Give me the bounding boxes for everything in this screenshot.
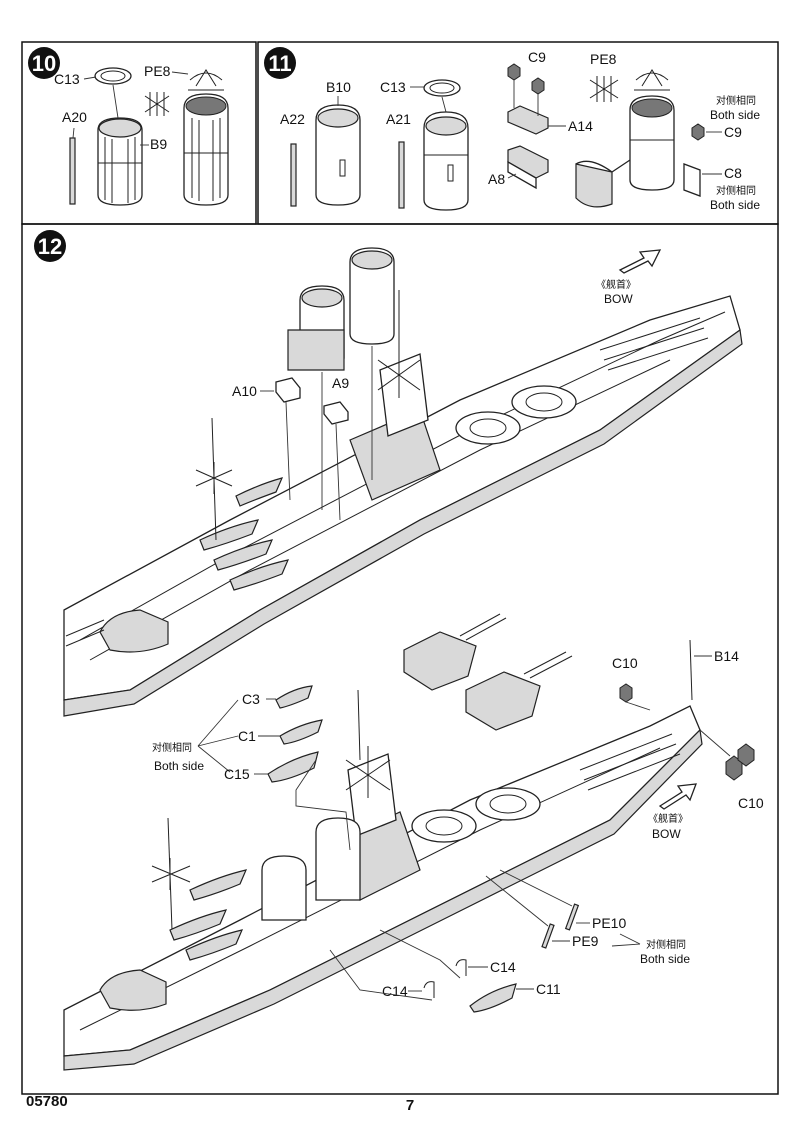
label-pe9: PE9 (572, 933, 599, 949)
funnel-bracket-assembled-drawing (575, 69, 705, 208)
funnel-b9-drawing (94, 67, 143, 206)
label-a9: A9 (332, 375, 349, 391)
label-a22: A22 (280, 111, 305, 127)
label-c9-top: C9 (528, 49, 546, 65)
bracket-a8-drawing (507, 145, 549, 190)
label-c11: C11 (536, 981, 561, 997)
label-c13: C13 (54, 71, 80, 87)
part-c14-upper-drawing (455, 959, 467, 976)
bow-arrow-lower-icon (658, 783, 697, 810)
page-code: 05780 (26, 1093, 68, 1110)
bow-lower-en: BOW (652, 827, 681, 841)
label-b10: B10 (326, 79, 351, 95)
funnel-c13-drawing (423, 79, 469, 211)
pipe-a20-drawing (69, 127, 76, 205)
pe-rails-drawing (485, 869, 580, 949)
boat-c1-drawing (279, 719, 323, 745)
funnel-assembled-drawing (183, 69, 229, 206)
both-side-en-1: Both side (710, 108, 760, 122)
pe8-grille-drawing (144, 92, 170, 116)
hull-lower-drawing (63, 639, 703, 1071)
label-c1: C1 (238, 728, 256, 744)
turrets-loose-drawing (403, 613, 573, 731)
pipe-a22-drawing (290, 143, 297, 207)
step-10-number: 10 (32, 51, 56, 76)
boat-c15-drawing (267, 751, 319, 783)
step-12-number: 12 (38, 234, 62, 259)
part-c10-side-drawing (699, 729, 755, 781)
step-12-badge (34, 230, 66, 262)
part-a9-drawing (323, 401, 349, 521)
step-10: 10 (28, 47, 229, 206)
label-a20: A20 (62, 109, 87, 125)
boat-c11-drawing (469, 983, 517, 1013)
step-12-panel (21, 223, 779, 1095)
label-c9-side: C9 (724, 124, 742, 140)
label-c14-lower: C14 (382, 983, 408, 999)
label-pe10: PE10 (592, 915, 626, 931)
step-11: 11 (264, 47, 760, 212)
bow-lower-cn: 《舰首》 (648, 812, 688, 825)
both-side-boats-cn: 对侧相同 (152, 741, 192, 754)
label-pe8: PE8 (144, 63, 171, 79)
both-side-boats-en: Both side (154, 759, 204, 773)
bracket-a14-drawing (507, 63, 549, 135)
label-b14: B14 (714, 648, 739, 664)
pipe-a21-drawing (398, 141, 405, 209)
step-11-number: 11 (268, 51, 291, 76)
label-c10-top: C10 (612, 655, 638, 671)
pe8-grille-step11-drawing (589, 76, 619, 102)
label-a21: A21 (386, 111, 411, 127)
label-a14: A14 (568, 118, 593, 134)
part-c14-lower-drawing (423, 981, 435, 998)
step-12: 12 《舰首》 BOW (34, 230, 764, 1071)
both-side-en-2: Both side (710, 198, 760, 212)
part-c10-top-drawing (619, 683, 651, 711)
label-c14-upper: C14 (490, 959, 516, 975)
hull-upper-drawing (63, 290, 743, 717)
bow-upper-en: BOW (604, 292, 633, 306)
label-c15: C15 (224, 766, 250, 782)
label-a8: A8 (488, 171, 505, 187)
label-a10: A10 (232, 383, 257, 399)
funnel-b10-drawing (315, 96, 361, 206)
label-c13: C13 (380, 79, 406, 95)
label-c8: C8 (724, 165, 742, 181)
step-11-badge (264, 47, 296, 79)
funnels-upper-drawing (287, 247, 395, 510)
both-side-cn-1: 对侧相同 (716, 94, 756, 107)
part-a10-drawing (275, 377, 301, 501)
bow-upper-cn: 《舰首》 (596, 278, 636, 291)
both-side-pe-en: Both side (640, 952, 690, 966)
label-pe8: PE8 (590, 51, 617, 67)
label-c3: C3 (242, 691, 260, 707)
both-side-cn-2: 对侧相同 (716, 184, 756, 197)
step-10-badge (28, 47, 60, 79)
boat-c3-drawing (275, 685, 313, 709)
label-b9: B9 (150, 136, 167, 152)
label-c10-side: C10 (738, 795, 764, 811)
page-number: 7 (406, 1097, 414, 1114)
bow-arrow-upper-icon (618, 249, 662, 274)
both-side-pe-cn: 对侧相同 (646, 938, 686, 951)
